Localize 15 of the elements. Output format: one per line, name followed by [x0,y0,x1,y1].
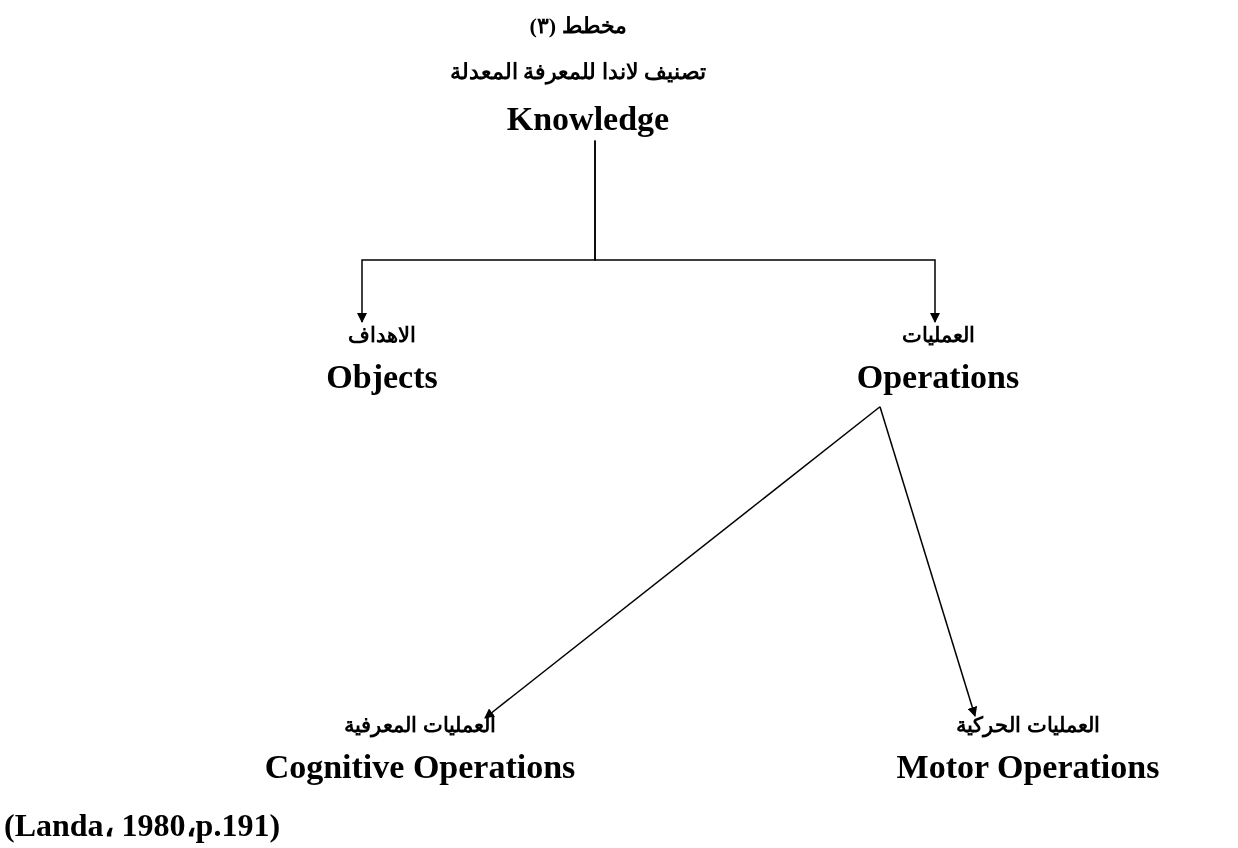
english-label: Cognitive Operations [264,747,576,788]
english-label: Knowledge [506,99,670,139]
arrow [484,406,881,719]
arabic-label: العمليات [901,322,975,349]
citation: (Landa، 1980،p.191) [4,806,281,845]
arabic-label: العمليات المعرفية [344,712,496,739]
arabic-label: الاهداف [348,322,416,349]
english-label: Objects [326,357,438,398]
diagram-title: مخطط (٣) [528,12,628,40]
english-label: Operations [856,357,1020,398]
arrow [879,406,978,717]
arabic-label: العمليات الحركية [956,712,1100,739]
arrow [594,139,940,323]
english-label: Motor Operations [896,747,1160,788]
subtitle: تصنيف لاندا للمعرفة المعدلة [448,58,708,86]
